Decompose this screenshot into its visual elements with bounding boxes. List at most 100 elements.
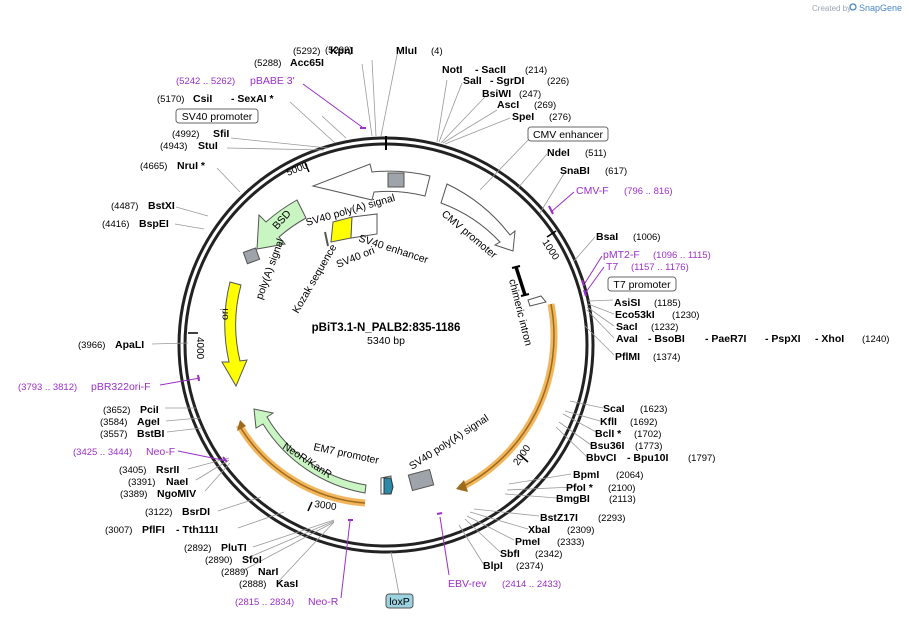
enzyme-ndei: NdeI	[547, 147, 570, 159]
enzyme-apali: ApaLI	[115, 339, 144, 351]
enzyme-spei: SpeI	[512, 111, 534, 123]
sv40-polya-top-arrow	[311, 163, 431, 201]
primer-pbr322ori: pBR322ori-F	[91, 381, 151, 393]
enzyme-pflmi: PflMI	[615, 351, 640, 363]
enzyme-pluti: PluTI	[221, 542, 247, 554]
enzyme-asisi: AsiSI	[614, 297, 640, 309]
cmv-promoter-arrow	[440, 183, 516, 252]
snapgene-brand: SnapGene	[859, 3, 902, 13]
enzyme-eco53ki: Eco53kI	[615, 309, 655, 321]
neof-pos: (3425 .. 3444)	[73, 447, 132, 458]
enzyme-bsobi: - BsoBI	[648, 333, 685, 345]
enzyme-nrui: NruI *	[177, 160, 206, 172]
bmgbi-pos: (2113)	[609, 494, 636, 505]
polya-box-top	[387, 172, 405, 188]
svg-text:SV40 promoter: SV40 promoter	[182, 111, 253, 123]
enzyme-sexai: - SexAI *	[231, 93, 275, 105]
spei-pos: (276)	[549, 112, 571, 123]
xhoi-pos: (1240)	[862, 334, 889, 345]
created-by-text: Created by	[812, 4, 851, 13]
stui-pos: (4943)	[160, 141, 187, 152]
enzyme-sfii: SfiI	[213, 128, 229, 140]
neor-kanr-arrow	[253, 408, 367, 494]
bsrdi-pos: (3122)	[145, 507, 172, 518]
snabi-pos: (617)	[605, 166, 627, 177]
enzyme-kpni-label: KpnI	[330, 45, 353, 57]
enzyme-xbai: XbaI	[528, 524, 550, 536]
enzyme-csii: CsiI	[193, 93, 212, 105]
enzyme-bpmi: BpmI	[573, 469, 599, 481]
enzyme-mlui: MluI	[396, 45, 417, 57]
labels-bottom-right: BstZ17I (2293) XbaI (2309) PmeI (2333) S…	[448, 512, 625, 590]
enzyme-bstz17i: BstZ17I	[540, 512, 578, 524]
enzyme-kasi: KasI	[276, 578, 298, 590]
sali-pos: (226)	[547, 76, 569, 87]
eco53ki-pos: (1230)	[672, 310, 699, 321]
bpu10i-pos: (1797)	[688, 453, 715, 464]
intron-bar	[514, 266, 527, 296]
chimeric-intron-block	[527, 295, 547, 307]
primer-neof: Neo-F	[146, 446, 175, 458]
enzyme-bspei: BspEI	[139, 218, 169, 230]
mlui-pos: (4)	[431, 46, 443, 57]
sv40-enhancer-block	[350, 213, 378, 239]
primer-pmt2f: pMT2-F	[603, 249, 640, 261]
bcli-pos: (1702)	[634, 429, 661, 440]
saci-pos: (1232)	[651, 322, 678, 333]
sv40-ori-label: SV40 ori	[335, 245, 377, 271]
enzyme-asci: AscI	[497, 99, 519, 111]
cmv-enhancer-box: CMV enhancer	[527, 126, 609, 142]
bpmi-pos: (2064)	[616, 470, 643, 481]
enzyme-kfli: KflI	[600, 416, 617, 428]
kasi-pos: (2888)	[239, 579, 266, 590]
enzyme-paer7i: - PaeR7I	[705, 333, 747, 345]
polya-box-left	[242, 247, 261, 265]
noti-pos: (214)	[525, 65, 547, 76]
kpni-pos: (5292)	[293, 46, 320, 57]
enzyme-bsu36i: Bsu36I	[590, 440, 625, 452]
naei-pos: (3391)	[128, 477, 155, 488]
enzyme-sacii: - SacII	[475, 64, 506, 76]
nari-pos: (2889)	[221, 567, 248, 578]
enzyme-ngomiv: NgoMIV	[157, 488, 196, 500]
enzyme-bstbi: BstBI	[137, 428, 165, 440]
rsrii-pos: (3405)	[119, 465, 146, 476]
t7-pos: (1157 .. 1176)	[631, 262, 689, 273]
pflfi-pos: (3007)	[105, 525, 132, 536]
bsd-arrow	[256, 199, 307, 250]
enzyme-avai: AvaI	[616, 333, 638, 345]
enzyme-labels: (5292) KpnI	[325, 45, 352, 56]
enzyme-sgrdi: - SgrDI	[490, 75, 525, 87]
scai-pos: (1623)	[640, 404, 667, 415]
tick-3000: 3000	[307, 499, 338, 513]
labels-right: AsiSI (1185) Eco53kI (1230) SacI (1232) …	[556, 297, 889, 505]
pcii-pos: (3652)	[103, 405, 130, 416]
enzyme-agei: AgeI	[137, 416, 160, 428]
labels-left: (3966) ApaLI (3793 .. 3812) pBR322ori-F …	[18, 339, 339, 608]
labels-top-right: MluI (4) NotI - SacII (214) SalI - SgrDI…	[396, 45, 711, 273]
plasmid-name: pBiT3.1-N_PALB2:835-1186	[312, 322, 461, 334]
bsai-pos: (1006)	[633, 232, 660, 243]
ndei-pos: (511)	[585, 148, 606, 159]
loxp-block	[383, 477, 394, 495]
pfoi-pos: (2100)	[608, 483, 635, 494]
primer-neor: Neo-R	[308, 596, 339, 608]
orf-right-arc	[459, 303, 555, 489]
svg-text:CMV enhancer: CMV enhancer	[533, 129, 604, 141]
pbabe3-pos: (5242 .. 5262)	[176, 76, 235, 87]
enzyme-pflfi: PflFI	[142, 524, 165, 536]
enzyme-bmgbi: BmgBI	[556, 493, 590, 505]
enzyme-bcli: BclI *	[595, 428, 622, 440]
enzyme-bsrdi: BsrDI	[182, 506, 210, 518]
svg-text:3000: 3000	[314, 499, 338, 513]
svg-text:T7 promoter: T7 promoter	[613, 279, 671, 291]
tick-4000: 4000	[188, 332, 205, 360]
enzyme-tth111i: - Tth111I	[176, 524, 218, 536]
enzyme-pfoi: PfoI *	[566, 482, 594, 494]
enzyme-bsiwi: BsiWI	[482, 88, 511, 100]
bsiwi-pos: (247)	[519, 89, 541, 100]
kozak-label: Kozak sequence	[290, 242, 339, 315]
enzyme-stui: StuI	[198, 140, 218, 152]
enzyme-xhoi: - XhoI	[815, 333, 844, 345]
